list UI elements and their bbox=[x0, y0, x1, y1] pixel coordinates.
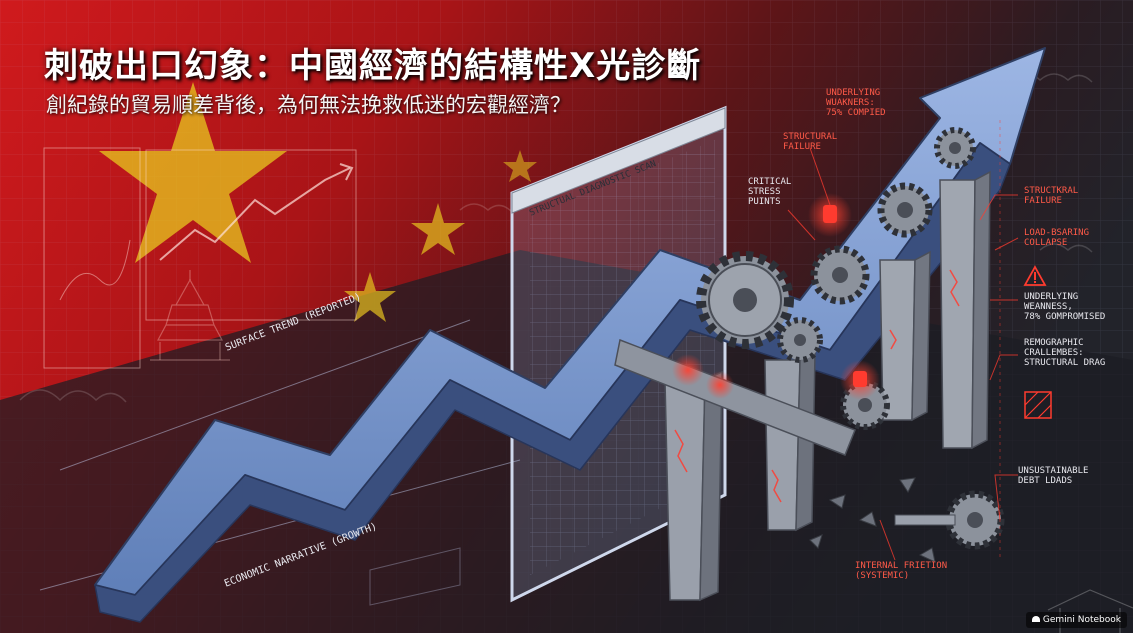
temple-of-heaven-sketch bbox=[150, 270, 230, 361]
hatched-square-icon bbox=[1024, 391, 1052, 419]
gear-icon bbox=[894, 490, 1005, 550]
page-subtitle: 創紀錄的貿易順差背後，為何無法挽救低迷的宏觀經濟？ bbox=[46, 93, 571, 117]
large-star-icon bbox=[99, 82, 287, 263]
gear-icon bbox=[877, 182, 933, 238]
gemini-notebook-badge: Gemini Notebook bbox=[1025, 612, 1127, 628]
gear-icon bbox=[696, 251, 794, 349]
small-star-icon bbox=[503, 150, 537, 182]
gear-icon bbox=[777, 317, 823, 363]
callout-lines bbox=[787, 120, 1019, 561]
crack-marks bbox=[674, 269, 960, 503]
alert-light-icon bbox=[672, 193, 880, 400]
gear-icon bbox=[810, 245, 870, 305]
warning-triangle-icon bbox=[1023, 265, 1047, 286]
page-title: 刺破出口幻象：中國經濟的結構性X光診斷 bbox=[44, 46, 702, 86]
debris bbox=[809, 477, 936, 563]
trend-arrow bbox=[94, 47, 1046, 623]
small-star-icon bbox=[411, 203, 465, 255]
small-star-icon bbox=[344, 272, 396, 322]
sketch-chart-panel bbox=[43, 147, 357, 369]
gear-icon bbox=[934, 127, 976, 169]
internal-friction-label: INTERNAL FRIETION(SYSTEMIC) bbox=[855, 561, 948, 581]
notebook-icon bbox=[1031, 616, 1040, 622]
